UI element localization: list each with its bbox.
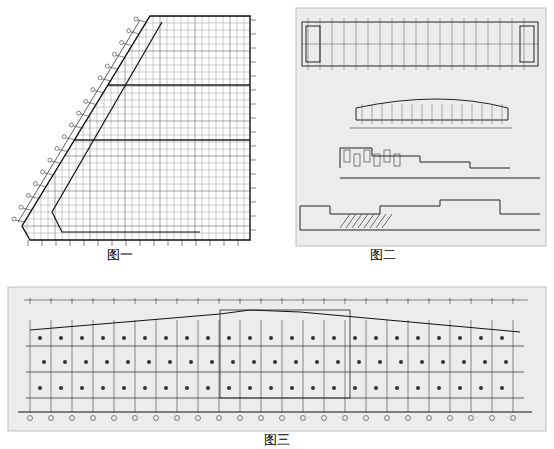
panel-three [8,287,546,431]
figure-caption: 图三 [264,433,290,447]
long-elevation [18,298,532,421]
figure-caption: 图一 [107,248,133,262]
floor-plan [12,14,256,246]
figure-caption: 图二 [370,248,396,262]
panel-two [296,8,546,246]
elevations [300,18,540,230]
